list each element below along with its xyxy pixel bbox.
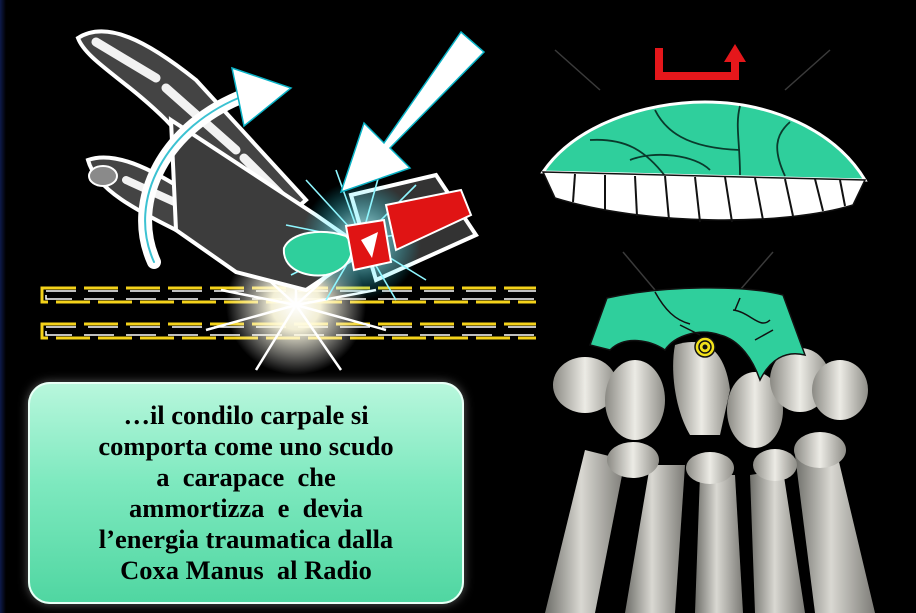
wrist-bones-illustration	[515, 250, 916, 613]
caption-box: …il condilo carpale si comporta come uno…	[28, 382, 464, 604]
caption-line-2: comporta come uno scudo	[98, 431, 393, 462]
turtle-shell-drawing	[535, 30, 895, 250]
caption-line-6: Coxa Manus al Radio	[120, 555, 372, 586]
turtle-shell-illustration	[535, 30, 895, 250]
target-icon	[695, 337, 715, 357]
down-left-arrow-icon	[341, 32, 484, 192]
caption-line-3: a carapace che	[156, 462, 336, 493]
wrist-bones-drawing	[515, 250, 916, 613]
fall-impact-illustration	[6, 0, 536, 375]
carpal-condyle-shape	[284, 232, 352, 276]
u-turn-arrow-icon	[659, 44, 746, 76]
caption-line-5: l’energia traumatica dalla	[99, 524, 393, 555]
fall-impact-drawing	[6, 0, 536, 375]
caption-line-1: …il condilo carpale si	[123, 400, 368, 431]
shell-carapace	[543, 102, 865, 222]
caption-line-4: ammortizza e devia	[129, 493, 363, 524]
